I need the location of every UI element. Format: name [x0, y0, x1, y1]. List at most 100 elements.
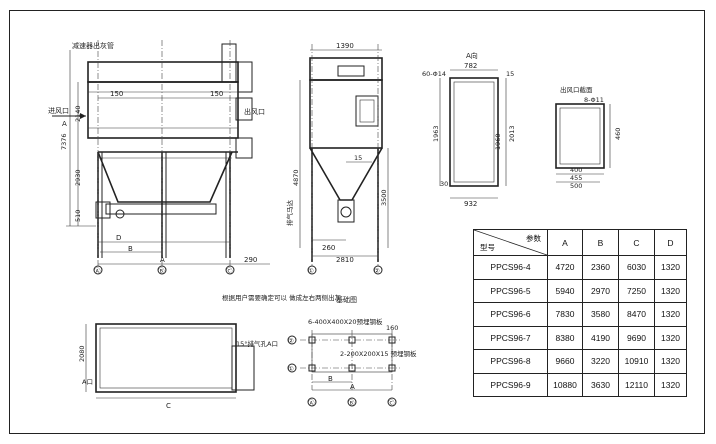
- fgrid-b: Ⓑ: [348, 399, 355, 407]
- value-cell: 7830: [547, 302, 583, 327]
- value-cell: 1320: [654, 372, 687, 397]
- table-row: PPCS96-7 8380 4190 9690 1320: [473, 325, 687, 350]
- plan-view: 根据用户需要确定可以 做成左右两侧出灰 15°排气孔A口 A口 2080 C: [78, 293, 342, 410]
- dim-260: 260: [322, 244, 335, 252]
- value-cell: 1320: [654, 325, 687, 350]
- anchor-note: 6-400X400X20预埋钢板: [308, 317, 383, 326]
- value-cell: 4720: [547, 255, 583, 280]
- fgrid-c: Ⓒ: [388, 399, 395, 407]
- value-cell: 3220: [582, 349, 619, 374]
- dim-2013: 2013: [508, 125, 516, 142]
- dim-7376: 7376: [60, 133, 68, 150]
- inlet-arrow-a: A: [62, 120, 67, 128]
- title-label: 减速器出灰管: [72, 41, 114, 50]
- fgrid-a: Ⓐ: [308, 399, 315, 407]
- value-cell: 2970: [582, 278, 619, 303]
- value-cell: 4190: [582, 325, 619, 350]
- model-cell: PPCS96-8: [473, 349, 548, 374]
- value-cell: 10910: [618, 349, 655, 374]
- motor-label: 排气马达: [285, 200, 294, 227]
- blowdown-label: 15°排气孔A口: [236, 339, 278, 348]
- value-cell: 9660: [547, 349, 583, 374]
- dim-150b: 150: [210, 90, 223, 98]
- dim-400: 400: [570, 166, 582, 174]
- value-cell: 9690: [618, 325, 655, 350]
- dim-a: A: [160, 256, 165, 264]
- dim-3500: 3500: [380, 189, 388, 206]
- grid-b: Ⓑ: [158, 267, 165, 275]
- value-cell: 12110: [618, 372, 655, 397]
- table-row: PPCS96-5 5940 2970 7250 1320: [473, 278, 687, 303]
- outlet-detail-title: 出风口截面: [560, 85, 593, 94]
- dim-30: 30: [440, 180, 448, 188]
- column-header-d: D: [654, 229, 687, 256]
- model-cell: PPCS96-9: [473, 372, 548, 397]
- value-cell: 1320: [654, 349, 687, 374]
- value-cell: 3580: [582, 302, 619, 327]
- plan-note: 根据用户需要确定可以 做成左右两侧出灰: [222, 293, 342, 302]
- header-param-label: 参数: [526, 234, 541, 243]
- dim-455: 455: [570, 174, 582, 182]
- header-model-label: 型号: [480, 243, 495, 252]
- grid-c: Ⓒ: [226, 267, 233, 275]
- a-view-title: A向: [466, 51, 478, 60]
- dim-932: 932: [464, 200, 477, 208]
- fgrid-1: ①: [288, 365, 294, 373]
- a-view: A向 782 60-Φ14 15 1963 1960 2013 30 932: [422, 51, 516, 208]
- foundation-title: 基础图: [336, 295, 357, 304]
- model-cell: PPCS96-6: [473, 302, 548, 327]
- column-header-a: A: [547, 229, 583, 256]
- foundation-plan: 基础图 6-400X400X20预埋钢板 2-200X200X15 预埋钢板 1…: [287, 295, 417, 407]
- value-cell: 2360: [582, 255, 619, 280]
- dim-2930: 2930: [74, 169, 82, 186]
- dim-b: B: [128, 245, 133, 253]
- model-cell: PPCS96-4: [473, 255, 548, 280]
- dim-2810: 2810: [336, 256, 354, 264]
- dim-d: D: [116, 234, 121, 242]
- table-corner-cell: 参数 型号: [473, 229, 548, 256]
- grid-1: ①: [308, 267, 314, 275]
- anchor-note2: 2-200X200X15 预埋钢板: [340, 349, 417, 358]
- dim-15: 15: [506, 70, 514, 78]
- table-row: PPCS96-4 4720 2360 6030 1320: [473, 255, 687, 280]
- dim-500: 500: [570, 182, 582, 190]
- value-cell: 6030: [618, 255, 655, 280]
- value-cell: 8470: [618, 302, 655, 327]
- model-cell: PPCS96-7: [473, 325, 548, 350]
- dim-504: 460: [614, 128, 622, 140]
- front-elevation: 减速器出灰管 进风口 A 出风口 150 150 2140 7376 2930 …: [48, 40, 270, 275]
- dim-8-11: 8-Φ11: [584, 96, 604, 104]
- parameter-table: 参数 型号 A B C D PPCS96-4 4720 2360 6030 13…: [473, 229, 687, 397]
- dim-fb: B: [328, 375, 333, 383]
- dim-1390: 1390: [336, 42, 354, 50]
- dim-60-14: 60-Φ14: [422, 70, 446, 78]
- side-elevation: 1390 4870 3500 15 排气马达 260 2810 ① ②: [285, 42, 389, 275]
- value-cell: 7250: [618, 278, 655, 303]
- value-cell: 10880: [547, 372, 583, 397]
- outlet-label: 出风口: [244, 107, 265, 116]
- dim-782: 782: [464, 62, 477, 70]
- port-a-label: A口: [82, 378, 93, 386]
- value-cell: 1320: [654, 255, 687, 280]
- grid-a: Ⓐ: [94, 267, 101, 275]
- dim-c: C: [166, 402, 171, 410]
- column-header-c: C: [618, 229, 655, 256]
- dim-2080: 2080: [78, 345, 86, 362]
- dim-290: 290: [244, 256, 257, 264]
- dim-fa: A: [350, 383, 355, 391]
- dim-510: 510: [74, 210, 82, 222]
- table-header-row: 参数 型号 A B C D: [473, 229, 687, 256]
- value-cell: 1320: [654, 302, 687, 327]
- dim-160: 160: [386, 324, 398, 332]
- dim-150a: 150: [110, 90, 123, 98]
- value-cell: 8380: [547, 325, 583, 350]
- model-cell: PPCS96-5: [473, 278, 548, 303]
- dim-1960: 1960: [494, 133, 502, 150]
- table-row: PPCS96-8 9660 3220 10910 1320: [473, 349, 687, 374]
- table-row: PPCS96-6 7830 3580 8470 1320: [473, 302, 687, 327]
- table-row: PPCS96-9 10880 3630 12110 1320: [473, 372, 687, 397]
- dim-158: 15: [354, 154, 362, 162]
- dim-1963: 1963: [432, 125, 440, 142]
- grid-2: ②: [374, 267, 380, 275]
